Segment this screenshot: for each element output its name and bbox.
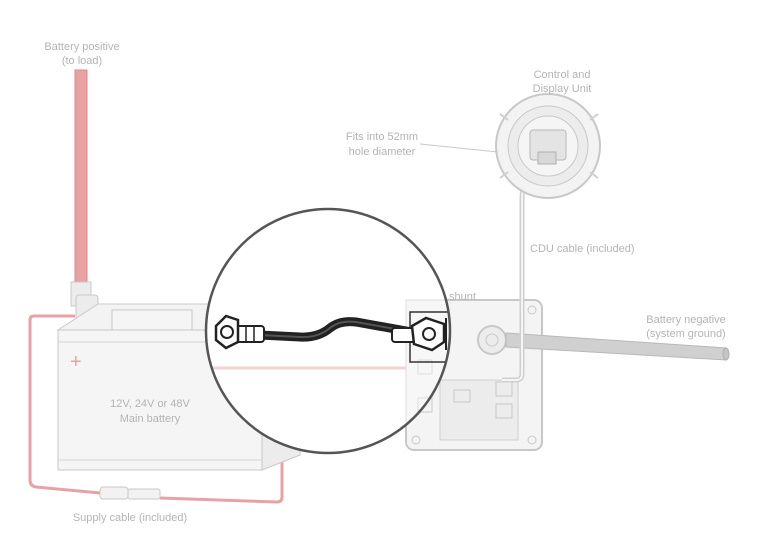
battery-positive-label-line2: (to load) bbox=[62, 55, 102, 67]
battery-negative-label-line1: Battery negative bbox=[646, 314, 726, 326]
battery-plus-sign: + bbox=[70, 351, 82, 373]
battery-positive-cable bbox=[70, 69, 99, 326]
cdu-cable-label: CDU cable (included) bbox=[530, 243, 635, 255]
battery-label-line1: 12V, 24V or 48V bbox=[110, 398, 190, 410]
battery-positive-label-line1: Battery positive bbox=[44, 41, 119, 53]
magnifier-lens-icon bbox=[204, 207, 452, 455]
supply-cable-label: Supply cable (included) bbox=[73, 512, 187, 524]
fits-label-line1: Fits into 52mm bbox=[346, 131, 418, 143]
display-unit-icon bbox=[495, 93, 601, 199]
battery-label-line2: Main battery bbox=[120, 413, 181, 425]
cdu-label-line1: Control and bbox=[534, 69, 591, 81]
fits-leader-line bbox=[419, 143, 499, 153]
battery-negative-cable bbox=[505, 332, 730, 361]
cdu-label-line2: Display Unit bbox=[533, 83, 592, 95]
fits-label-line2: hole diameter bbox=[349, 146, 416, 158]
battery-negative-label-line2: (system ground) bbox=[646, 328, 725, 340]
